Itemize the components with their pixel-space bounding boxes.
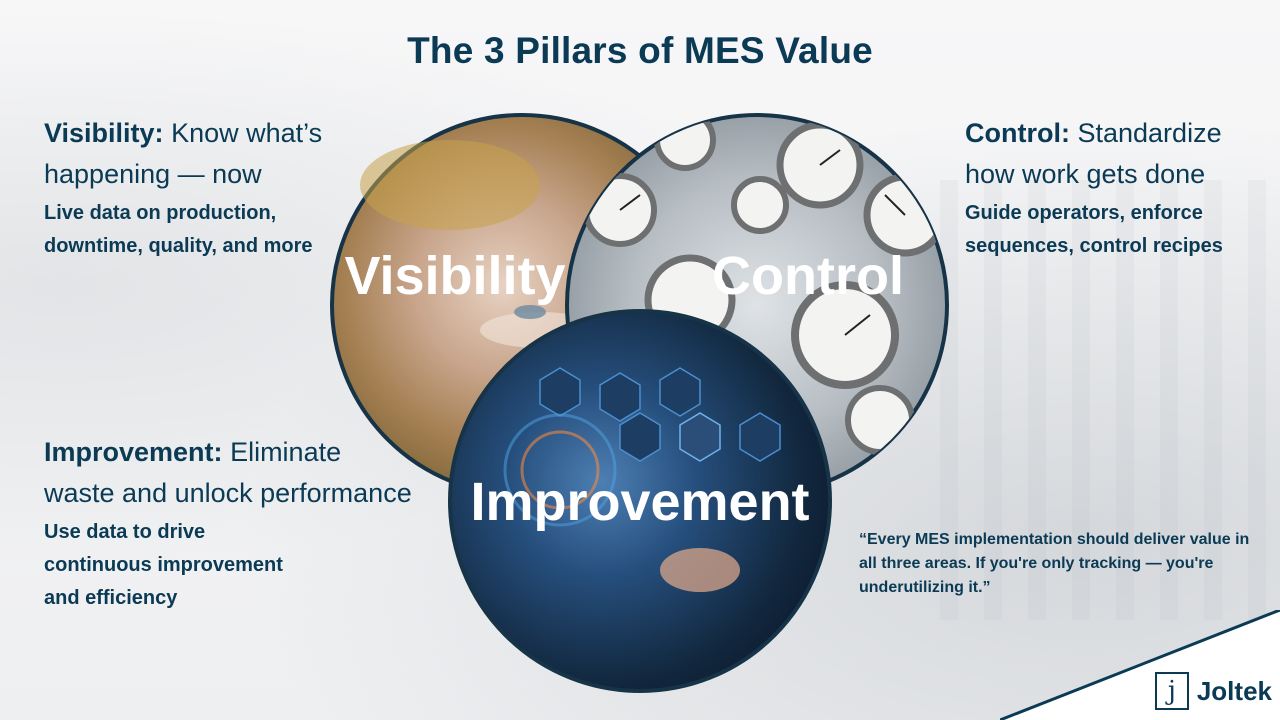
improvement-description-line1: Use data to drive: [44, 521, 206, 543]
improvement-heading: Improvement: Eliminate waste and unlock …: [44, 432, 464, 514]
control-block: Control: Standardize how work gets done …: [965, 113, 1270, 263]
improvement-heading-line1: Eliminate: [230, 437, 342, 467]
improvement-circle-label: Improvement: [470, 472, 809, 532]
corner-accent: [1000, 610, 1280, 720]
logo-text: Joltek: [1196, 675, 1272, 706]
tech-hexagon-icons: [503, 367, 781, 592]
control-heading-line1: Standardize: [1077, 118, 1222, 148]
logo-mark-icon: j: [1154, 672, 1189, 710]
visibility-heading-bold: Visibility:: [44, 118, 164, 148]
visibility-description: Live data on production, downtime, quali…: [44, 202, 313, 257]
control-description: Guide operators, enforce sequences, cont…: [965, 202, 1223, 257]
quote: “Every MES implementation should deliver…: [859, 531, 1250, 596]
improvement-heading-line2: waste and unlock performance: [44, 478, 412, 508]
improvement-circle: [448, 309, 832, 693]
visibility-heading: Visibility: Know what’s happening — now: [44, 113, 364, 195]
control-heading-line2: how work gets done: [965, 159, 1206, 189]
control-circle-label: Control: [712, 246, 904, 306]
improvement-heading-bold: Improvement:: [44, 437, 223, 467]
background-plant-silhouette: [940, 180, 1280, 620]
visibility-heading-line2: happening — now: [44, 159, 262, 189]
control-heading-bold: Control:: [965, 118, 1070, 148]
visibility-heading-line1: Know what’s: [171, 118, 323, 148]
improvement-description-line2: continuous improvement: [44, 554, 283, 576]
visibility-circle-label: Visibility: [344, 246, 565, 306]
joltek-logo: j Joltek: [1154, 672, 1272, 710]
control-heading: Control: Standardize how work gets done: [965, 113, 1270, 195]
improvement-block: Improvement: Eliminate waste and unlock …: [44, 432, 464, 615]
visibility-block: Visibility: Know what’s happening — now …: [44, 113, 364, 263]
page-title: The 3 Pillars of MES Value: [407, 30, 873, 71]
improvement-description-line3: and efficiency: [44, 587, 178, 609]
improvement-description: Use data to drive continuous improvement…: [44, 516, 334, 615]
